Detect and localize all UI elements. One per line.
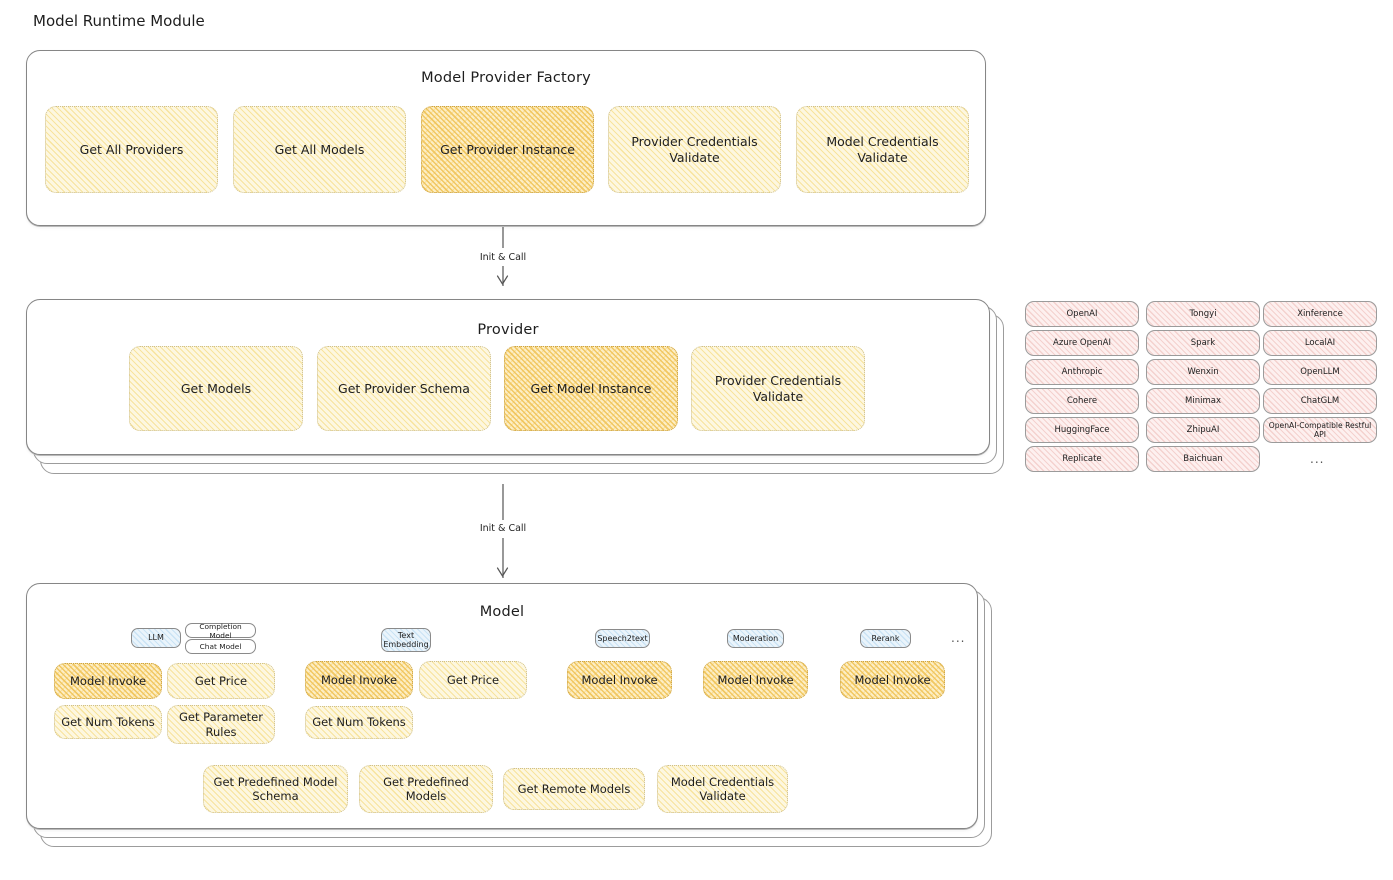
node-model-credentials-validate-2[interactable]: Model Credentials Validate — [657, 765, 788, 813]
provider-chip-replicate[interactable]: Replicate — [1025, 446, 1139, 472]
provider-chip-openllm[interactable]: OpenLLM — [1263, 359, 1377, 385]
panel-title-model: Model — [479, 604, 525, 620]
node-llm-get-price[interactable]: Get Price — [167, 663, 275, 699]
node-text-embedding-model-invoke[interactable]: Model Invoke — [305, 661, 413, 699]
model-subtype-chip-chat-model[interactable]: Chat Model — [185, 639, 256, 654]
provider-chip-xinference[interactable]: Xinference — [1263, 301, 1377, 327]
provider-chip-openai-compatible-restful-api[interactable]: OpenAI-Compatible Restful API — [1263, 417, 1377, 443]
node-provider-credentials-validate[interactable]: Provider Credentials Validate — [608, 106, 781, 193]
model-type-chip-llm[interactable]: LLM — [131, 628, 181, 648]
node-get-provider-schema[interactable]: Get Provider Schema — [317, 346, 491, 431]
panel-title-provider: Provider — [477, 322, 539, 338]
model-type-chip-speech2text[interactable]: Speech2text — [595, 629, 650, 648]
provider-chip-spark[interactable]: Spark — [1146, 330, 1260, 356]
provider-chip-minimax[interactable]: Minimax — [1146, 388, 1260, 414]
model-type-chip-rerank[interactable]: Rerank — [860, 629, 911, 648]
model-type-chip-moderation[interactable]: Moderation — [727, 629, 784, 648]
node-llm-get-num-tokens[interactable]: Get Num Tokens — [54, 705, 162, 739]
node-llm-get-parameter-rules[interactable]: Get Parameter Rules — [167, 705, 275, 744]
node-text-embedding-get-num-tokens[interactable]: Get Num Tokens — [305, 706, 413, 739]
node-get-all-providers[interactable]: Get All Providers — [45, 106, 218, 193]
provider-chip-tongyi[interactable]: Tongyi — [1146, 301, 1260, 327]
node-get-model-instance[interactable]: Get Model Instance — [504, 346, 678, 431]
provider-chip-azure-openai[interactable]: Azure OpenAI — [1025, 330, 1139, 356]
provider-chip-cohere[interactable]: Cohere — [1025, 388, 1139, 414]
provider-chip-huggingface[interactable]: HuggingFace — [1025, 417, 1139, 443]
node-get-all-models[interactable]: Get All Models — [233, 106, 406, 193]
model-types-ellipsis: ... — [951, 631, 966, 645]
provider-chip-wenxin[interactable]: Wenxin — [1146, 359, 1260, 385]
provider-chip-zhipuai[interactable]: ZhipuAI — [1146, 417, 1260, 443]
node-get-remote-models[interactable]: Get Remote Models — [503, 768, 645, 810]
provider-chip-localai[interactable]: LocalAI — [1263, 330, 1377, 356]
node-model-credentials-validate[interactable]: Model Credentials Validate — [796, 106, 969, 193]
node-get-predefined-model-schema[interactable]: Get Predefined Model Schema — [203, 765, 348, 813]
provider-chip-openai[interactable]: OpenAI — [1025, 301, 1139, 327]
edge-label-init-call-1: Init & Call — [479, 252, 527, 263]
node-moderation-model-invoke[interactable]: Model Invoke — [703, 661, 808, 699]
provider-chip-baichuan[interactable]: Baichuan — [1146, 446, 1260, 472]
node-provider-credentials-validate-2[interactable]: Provider Credentials Validate — [691, 346, 865, 431]
node-get-models[interactable]: Get Models — [129, 346, 303, 431]
provider-list-ellipsis: ... — [1310, 452, 1325, 466]
panel-model: Model — [26, 583, 978, 829]
model-subtype-chip-completion-model[interactable]: Completion Model — [185, 622, 256, 640]
node-rerank-model-invoke[interactable]: Model Invoke — [840, 661, 945, 699]
panel-title-factory: Model Provider Factory — [421, 70, 591, 86]
node-get-provider-instance[interactable]: Get Provider Instance — [421, 106, 594, 193]
provider-chip-anthropic[interactable]: Anthropic — [1025, 359, 1139, 385]
model-type-chip-text-embedding[interactable]: Text Embedding — [381, 628, 431, 652]
node-get-predefined-models[interactable]: Get Predefined Models — [359, 765, 493, 813]
node-text-embedding-get-price[interactable]: Get Price — [419, 661, 527, 699]
page-title: Model Runtime Module — [33, 12, 205, 30]
provider-chip-chatglm[interactable]: ChatGLM — [1263, 388, 1377, 414]
node-speech2text-model-invoke[interactable]: Model Invoke — [567, 661, 672, 699]
edge-label-init-call-2: Init & Call — [479, 523, 527, 534]
node-llm-model-invoke[interactable]: Model Invoke — [54, 663, 162, 699]
